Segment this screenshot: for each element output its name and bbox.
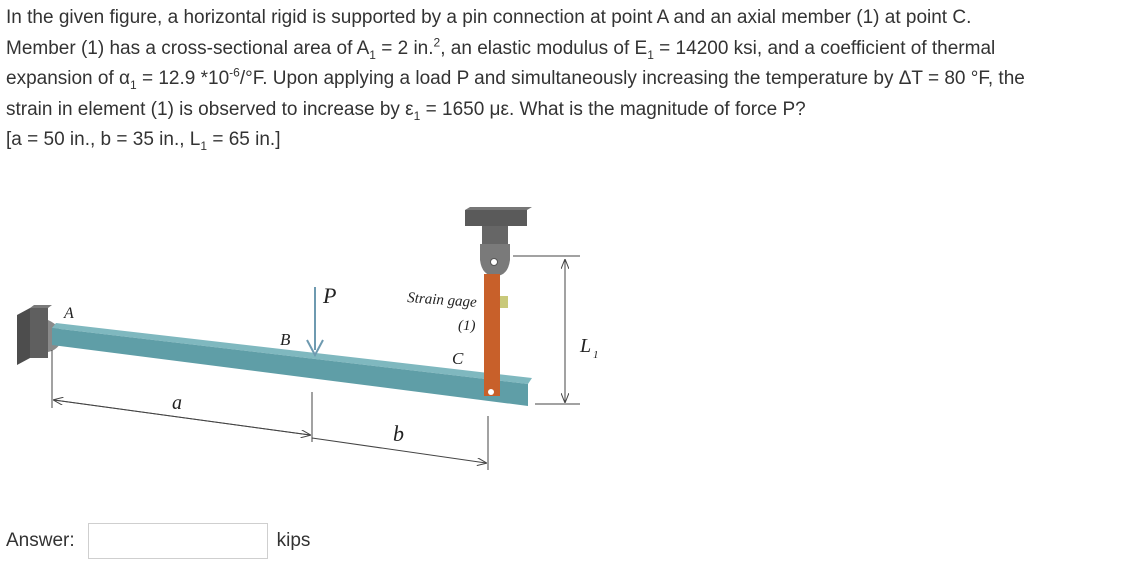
label-b-point: B bbox=[280, 330, 291, 349]
label-l1-subscript: 1 bbox=[593, 349, 599, 361]
answer-row: Answer: kips bbox=[6, 521, 310, 561]
label-strain-gage: Strain gage bbox=[407, 290, 478, 311]
label-c: C bbox=[452, 349, 464, 368]
superscript-exponent: -6 bbox=[229, 65, 240, 80]
superscript-2: 2 bbox=[433, 35, 441, 50]
answer-label: Answer: bbox=[6, 530, 75, 551]
dimension-b bbox=[311, 416, 489, 470]
dimension-a bbox=[51, 350, 313, 442]
question-line-5b: = 65 in.] bbox=[207, 129, 281, 150]
label-dim-a: a bbox=[172, 392, 182, 414]
subscript-1: 1 bbox=[200, 138, 208, 153]
load-p-arrow bbox=[306, 287, 324, 358]
subscript-1: 1 bbox=[130, 77, 137, 92]
answer-units: kips bbox=[276, 530, 311, 551]
axial-member-1 bbox=[484, 274, 500, 396]
question-line-2a: Member (1) has a cross-sectional area of… bbox=[6, 37, 370, 59]
question-line-2b: = 2 in. bbox=[375, 37, 434, 59]
question-line-3c: /°F. Upon applying a load P and simultan… bbox=[239, 68, 1025, 89]
question-line-4b: = 1650 με. What is the magnitude of forc… bbox=[420, 98, 806, 120]
beam-figure: A B P Strain gage (1) C a b L 1 bbox=[17, 207, 599, 470]
subscript-1: 1 bbox=[647, 47, 654, 62]
question-text: In the given figure, a horizontal rigid … bbox=[6, 3, 1126, 156]
rigid-beam bbox=[52, 323, 532, 406]
subscript-1: 1 bbox=[369, 47, 376, 62]
top-support bbox=[465, 207, 532, 276]
label-dim-b: b bbox=[393, 421, 404, 446]
strain-gage bbox=[500, 296, 508, 308]
question-line-3b: = 12.9 *10 bbox=[136, 68, 230, 89]
label-member-1: (1) bbox=[458, 318, 476, 334]
label-p: P bbox=[322, 283, 336, 308]
label-l1: L bbox=[579, 335, 591, 357]
question-line-2d: = 14200 ksi, and a coefficient of therma… bbox=[653, 37, 996, 59]
label-a-point: A bbox=[63, 305, 74, 322]
question-line-5a: [a = 50 in., b = 35 in., L bbox=[6, 129, 201, 150]
question-line-4a: strain in element (1) is observed to inc… bbox=[6, 98, 414, 120]
question-line-1: In the given figure, a horizontal rigid … bbox=[6, 7, 972, 28]
dimension-l1 bbox=[513, 255, 580, 405]
subscript-1: 1 bbox=[413, 108, 421, 123]
question-line-3a: expansion of α bbox=[6, 68, 131, 89]
answer-input[interactable] bbox=[87, 523, 268, 559]
question-line-2c: , an elastic modulus of E bbox=[440, 37, 648, 59]
